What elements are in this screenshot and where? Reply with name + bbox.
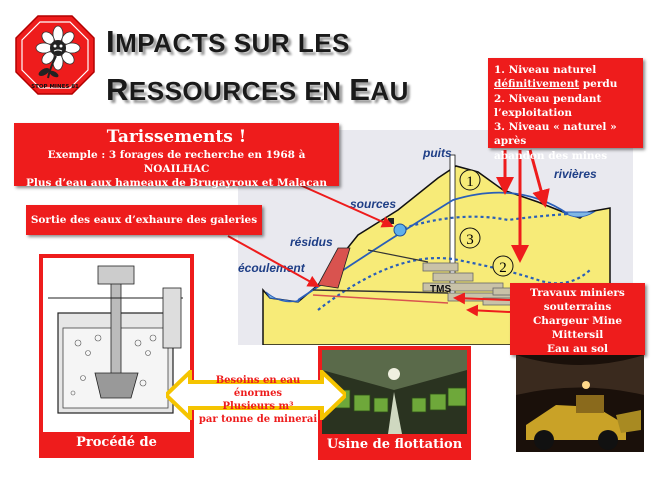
level-3-marker <box>459 227 481 249</box>
level-2-marker <box>492 255 514 277</box>
stop-mines-logo <box>15 15 95 95</box>
procede-flottation-label: Procédé de flottation <box>43 432 190 472</box>
procede-flottation-panel: Procédé de flottation <box>39 254 194 472</box>
niveaux-line-3a: 3. Niveau « naturel » après <box>494 121 617 148</box>
besoins-line-3: par tonne de minerai <box>198 414 318 425</box>
label-residus: résidus <box>290 235 333 249</box>
label-rivieres: rivières <box>554 167 597 181</box>
tarissements-line-1: Exemple : 3 forages de recherche en 1968… <box>47 149 306 175</box>
tarissements-callout: Tarissements ! Exemple : 3 forages de re… <box>14 123 339 189</box>
usine-flottation-label: Usine de flottation <box>322 434 467 456</box>
tarissements-line-2: Plus d’eau aux hameaux de Brugayroux et … <box>25 177 328 189</box>
travaux-line-2: souterrains <box>543 301 612 313</box>
niveaux-line-2a: 2. Niveau pendant <box>494 92 602 105</box>
travaux-line-3: Chargeur Mine <box>532 315 623 327</box>
sortie-callout: Sortie des eaux d’exhaure des galeries <box>26 205 262 235</box>
travaux-line-5: Eau au sol <box>546 343 609 355</box>
level-3-number: 3 <box>466 232 474 248</box>
niveaux-line-1a: 1. Niveau naturel <box>494 64 597 76</box>
besoins-double-arrow <box>166 370 346 420</box>
flotation-cell-drawing <box>43 258 190 432</box>
label-puits: puits <box>422 146 452 160</box>
page-title-line-1: IMPACTS SUR LES <box>106 24 350 59</box>
level-1-number: 1 <box>466 174 474 190</box>
tarissements-title: Tarissements ! <box>106 127 247 147</box>
travaux-callout: Travaux miniers souterrains Chargeur Min… <box>510 283 645 355</box>
besoins-line-2: Plusieurs m³ <box>222 401 294 412</box>
label-tms: TMS <box>430 284 451 295</box>
pump-icon <box>388 218 394 224</box>
label-ecoulement: écoulement <box>238 261 306 275</box>
level-1-marker <box>459 169 481 191</box>
flower-icon <box>35 25 81 79</box>
access-gallery <box>367 249 429 263</box>
mine-loader-photo <box>516 355 644 452</box>
travaux-line-4: Mittersil <box>551 329 604 341</box>
label-sources: sources <box>350 197 396 211</box>
niveaux-line-3b: abandon des mines <box>494 149 608 162</box>
water-level-3 <box>397 212 569 232</box>
tailings-dump <box>317 247 351 289</box>
drain-gallery-2 <box>312 294 449 304</box>
page-title-line-2: RESSOURCES EN EAU <box>106 72 409 107</box>
logo-caption: STOP MINES 81 <box>31 84 79 90</box>
besoins-line-1: Besoins en eau énormes <box>215 375 301 399</box>
niveaux-callout: 1. Niveau naturel définitivement perdu 2… <box>488 58 643 162</box>
travaux-line-1: Travaux miniers <box>530 287 625 299</box>
spring-marker <box>393 223 407 237</box>
niveaux-line-2b: l’exploitation <box>494 106 573 119</box>
drain-gallery <box>312 289 449 294</box>
niveaux-line-1b: définitivement perdu <box>494 78 618 91</box>
lake-water <box>265 291 301 303</box>
level-2-number: 2 <box>499 260 507 276</box>
besoins-callout: Besoins en eau énormes Plusieurs m³ par … <box>194 374 322 426</box>
